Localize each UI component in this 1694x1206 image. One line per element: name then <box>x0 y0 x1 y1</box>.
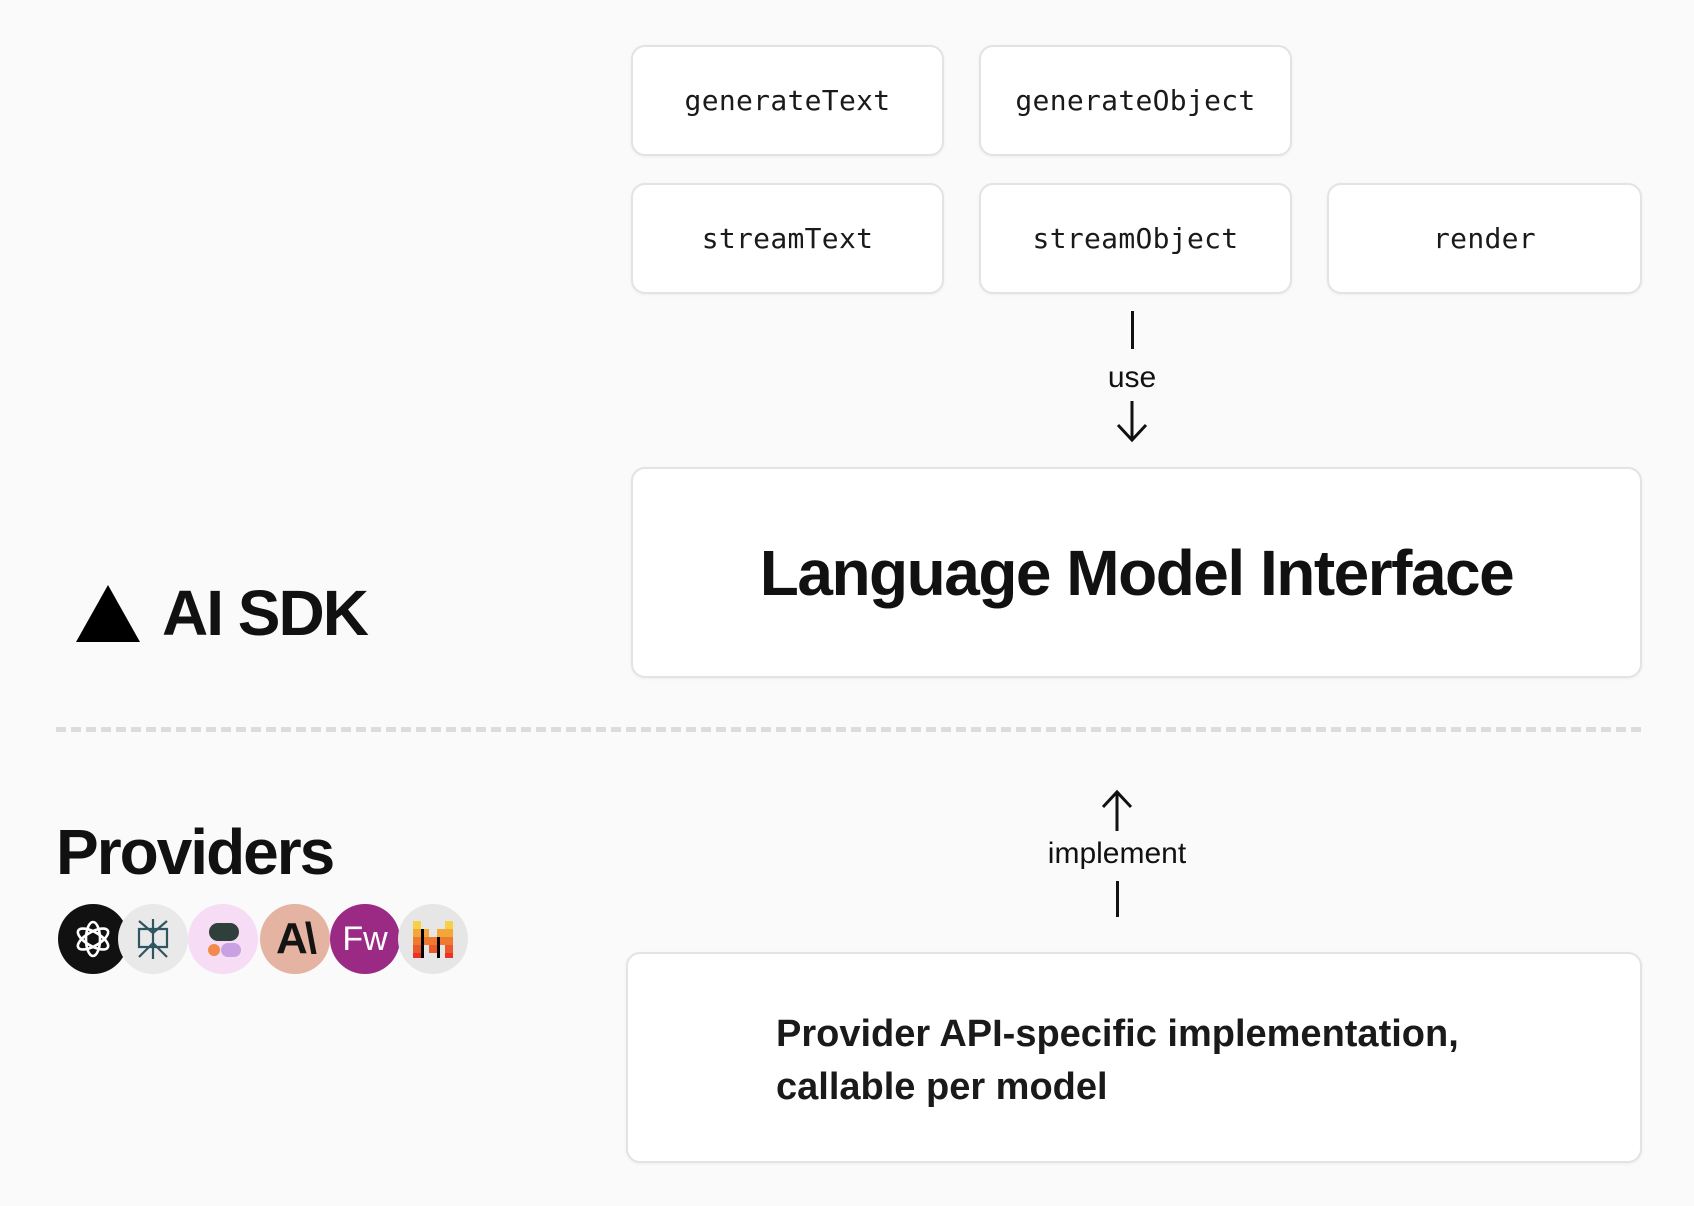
provider-implementation-text: Provider API-specific implementation, ca… <box>776 1008 1459 1114</box>
generate-text-label: generateText <box>684 84 891 117</box>
triangle-icon <box>76 584 140 642</box>
generate-object-box: generateObject <box>979 45 1292 156</box>
ai-sdk-title: AI SDK <box>162 577 369 649</box>
provider-logos: A\ Fw <box>58 904 478 976</box>
render-label: render <box>1433 222 1536 255</box>
anthropic-logo-text: A\ <box>276 914 317 963</box>
implement-label: implement <box>1047 837 1187 870</box>
provider-implementation-line-1: Provider API-specific implementation, <box>776 1013 1459 1055</box>
down-arrow-icon <box>1116 401 1148 443</box>
openai-logo-icon <box>58 904 128 974</box>
generate-text-box: generateText <box>631 45 944 156</box>
provider-implementation-box: Provider API-specific implementation, ca… <box>626 952 1642 1163</box>
anthropic-logo-icon: A\ <box>260 904 330 974</box>
groq-logo-icon <box>188 904 258 974</box>
mistral-logo-icon <box>398 904 468 974</box>
use-connector: use <box>1082 311 1182 445</box>
up-arrow-icon <box>1101 789 1133 831</box>
stream-text-box: streamText <box>631 183 944 294</box>
fireworks-logo-icon: Fw <box>330 904 400 974</box>
language-model-interface-title: Language Model Interface <box>759 536 1515 609</box>
implement-connector: implement <box>1017 787 1217 917</box>
render-box: render <box>1327 183 1642 294</box>
use-label: use <box>1107 361 1157 394</box>
stream-object-label: streamObject <box>1032 222 1239 255</box>
ai-sdk-brand: AI SDK <box>76 576 369 650</box>
use-line <box>1130 311 1134 349</box>
section-divider <box>56 727 1641 732</box>
provider-implementation-line-2: callable per model <box>776 1066 1108 1108</box>
language-model-interface-box: Language Model Interface <box>631 467 1642 678</box>
generate-object-label: generateObject <box>1015 84 1256 117</box>
providers-title: Providers <box>56 816 335 888</box>
fireworks-logo-text: Fw <box>342 919 388 958</box>
implement-line <box>1115 881 1119 917</box>
perplexity-logo-icon <box>118 904 188 974</box>
stream-text-label: streamText <box>701 222 874 255</box>
stream-object-box: streamObject <box>979 183 1292 294</box>
